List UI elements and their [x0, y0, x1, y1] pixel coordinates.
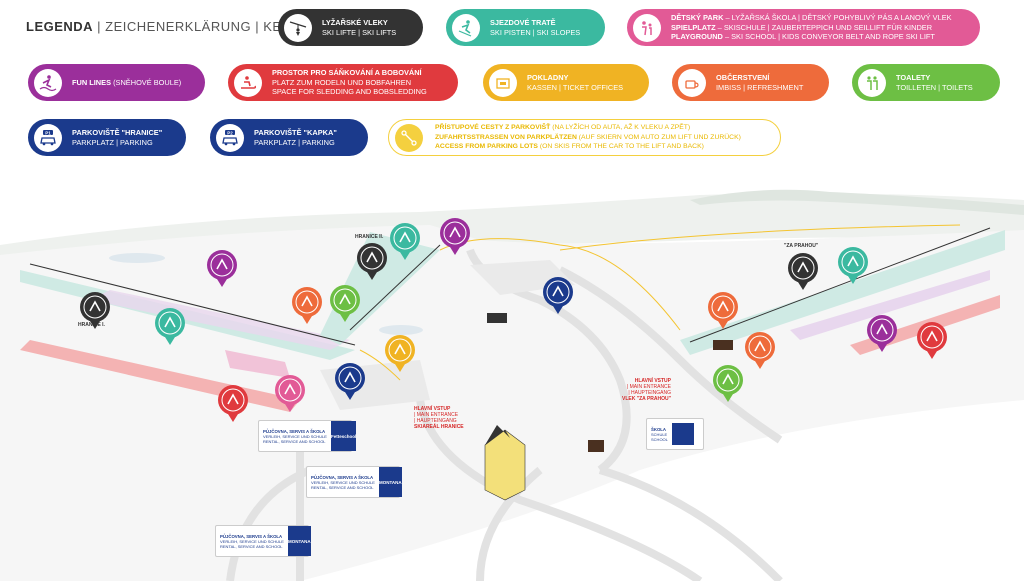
- legend-parking-p2[interactable]: P2 PARKOVIŠTĚ "KAPKA"PARKPLATZ | PARKING: [210, 119, 368, 156]
- building: [487, 313, 507, 323]
- map-pin-tickets[interactable]: [385, 335, 415, 372]
- svg-text:P1: P1: [45, 130, 51, 135]
- church-roof: [485, 425, 510, 445]
- building: [588, 440, 604, 452]
- montana-logo: MONTANA: [287, 526, 311, 556]
- slope-pink: [90, 290, 350, 350]
- map-pin-kids[interactable]: [275, 375, 305, 412]
- roads: [226, 248, 783, 581]
- skier-icon: [452, 13, 480, 42]
- sled-icon: [227, 393, 239, 405]
- map-pin-p2[interactable]: [543, 277, 573, 314]
- fun-lines-icon: [216, 258, 228, 270]
- legend-fun-lines[interactable]: FUN LINES (SNĚHOVÉ BOULE): [28, 64, 205, 101]
- map-pin-funlines[interactable]: [207, 250, 237, 287]
- toilets-icon: [722, 373, 734, 385]
- map-pin-lifts[interactable]: [357, 243, 387, 280]
- parking-p1-icon: [344, 371, 356, 383]
- map-pin-toilets[interactable]: [713, 365, 743, 402]
- ticket-office-icon: [489, 68, 517, 97]
- map-pin-funlines[interactable]: [867, 315, 897, 352]
- map-pin-food[interactable]: [708, 292, 738, 329]
- label-za-prahou: "ZA PRAHOU": [784, 243, 819, 249]
- legend-parking-p1[interactable]: P1 PARKOVIŠTĚ "HRANICE"PARKPLATZ | PARKI…: [28, 119, 186, 156]
- refreshment-icon: [301, 295, 313, 307]
- label-hranice-1: HRANICE I.: [78, 322, 105, 328]
- refreshment-icon: [678, 68, 706, 97]
- fun-lines-icon: [34, 68, 62, 97]
- slope-hranice-2: [320, 232, 440, 345]
- label-main-entrance-left: HLAVNÍ VSTUP| MAIN ENTRANCE| HAUPTEINGAN…: [414, 406, 464, 430]
- legend-kids-park[interactable]: DĚTSKÝ PARK – LYŽAŘSKÁ ŠKOLA | DĚTSKÝ PO…: [627, 9, 980, 46]
- toilets-icon: [858, 68, 886, 97]
- fun-line-right: [790, 270, 990, 340]
- ski-lift-lines: [29, 227, 991, 346]
- access-paths: [359, 224, 961, 381]
- map-pin-toilets[interactable]: [330, 285, 360, 322]
- svg-text:P2: P2: [227, 130, 233, 135]
- ski-school-logo: [671, 423, 694, 445]
- kids-park-icon: [284, 383, 296, 395]
- kids-area: [225, 350, 290, 378]
- map-pin-lifts[interactable]: [80, 292, 110, 329]
- map-pin-food[interactable]: [745, 332, 775, 369]
- montana-logo: MONTANA: [378, 467, 402, 497]
- map-pin-lifts[interactable]: [788, 253, 818, 290]
- ski-lift-icon: [89, 300, 101, 312]
- ski-lift-icon: [797, 261, 809, 273]
- pond: [379, 325, 423, 335]
- map-pin-sledding[interactable]: [917, 322, 947, 359]
- legend-access-paths[interactable]: PŘÍSTUPOVÉ CESTY Z PARKOVIŠŤ (NA LYŽÍCH …: [388, 119, 781, 156]
- ski-lift-icon: [366, 251, 378, 263]
- map-pin-slopes[interactable]: [155, 308, 185, 345]
- forest-ridge: [690, 189, 1024, 215]
- pond: [109, 253, 165, 263]
- skier-icon: [399, 231, 411, 243]
- parking-p1-icon: P1: [34, 123, 62, 152]
- map-pin-slopes[interactable]: [390, 223, 420, 260]
- skier-icon: [164, 316, 176, 328]
- toilets-icon: [339, 293, 351, 305]
- skier-icon: [847, 255, 859, 267]
- legend-title: LEGENDA | ZEICHENERKLÄRUNG | KEY:: [26, 19, 295, 34]
- slope-za-prahou: [680, 230, 1005, 355]
- map-pin-food[interactable]: [292, 287, 322, 324]
- ticket-office-icon: [394, 343, 406, 355]
- fetteschool-logo: Fetteschool: [330, 421, 357, 451]
- map-pin-funlines[interactable]: [440, 218, 470, 255]
- fun-lines-icon: [449, 226, 461, 238]
- map-pin-sledding[interactable]: [218, 385, 248, 422]
- parking-p2-icon: [552, 285, 564, 297]
- label-main-entrance-right: HLAVNÍ VSTUP| MAIN ENTRANCE| HAUPTEINGAN…: [622, 378, 672, 402]
- ski-lift-icon: [284, 13, 312, 42]
- refreshment-icon: [754, 340, 766, 352]
- building: [713, 340, 733, 350]
- fun-lines-icon: [876, 323, 888, 335]
- access-path-icon: [395, 123, 423, 152]
- kids-park-icon: [633, 13, 661, 42]
- sled-icon: [926, 330, 938, 342]
- refreshment-icon: [717, 300, 729, 312]
- label-hranice-2: HRANICE II.: [355, 234, 384, 240]
- sled-icon: [234, 68, 262, 97]
- parking-p2-icon: P2: [216, 123, 244, 152]
- map-pin-slopes[interactable]: [838, 247, 868, 284]
- map-pin-p1[interactable]: [335, 363, 365, 400]
